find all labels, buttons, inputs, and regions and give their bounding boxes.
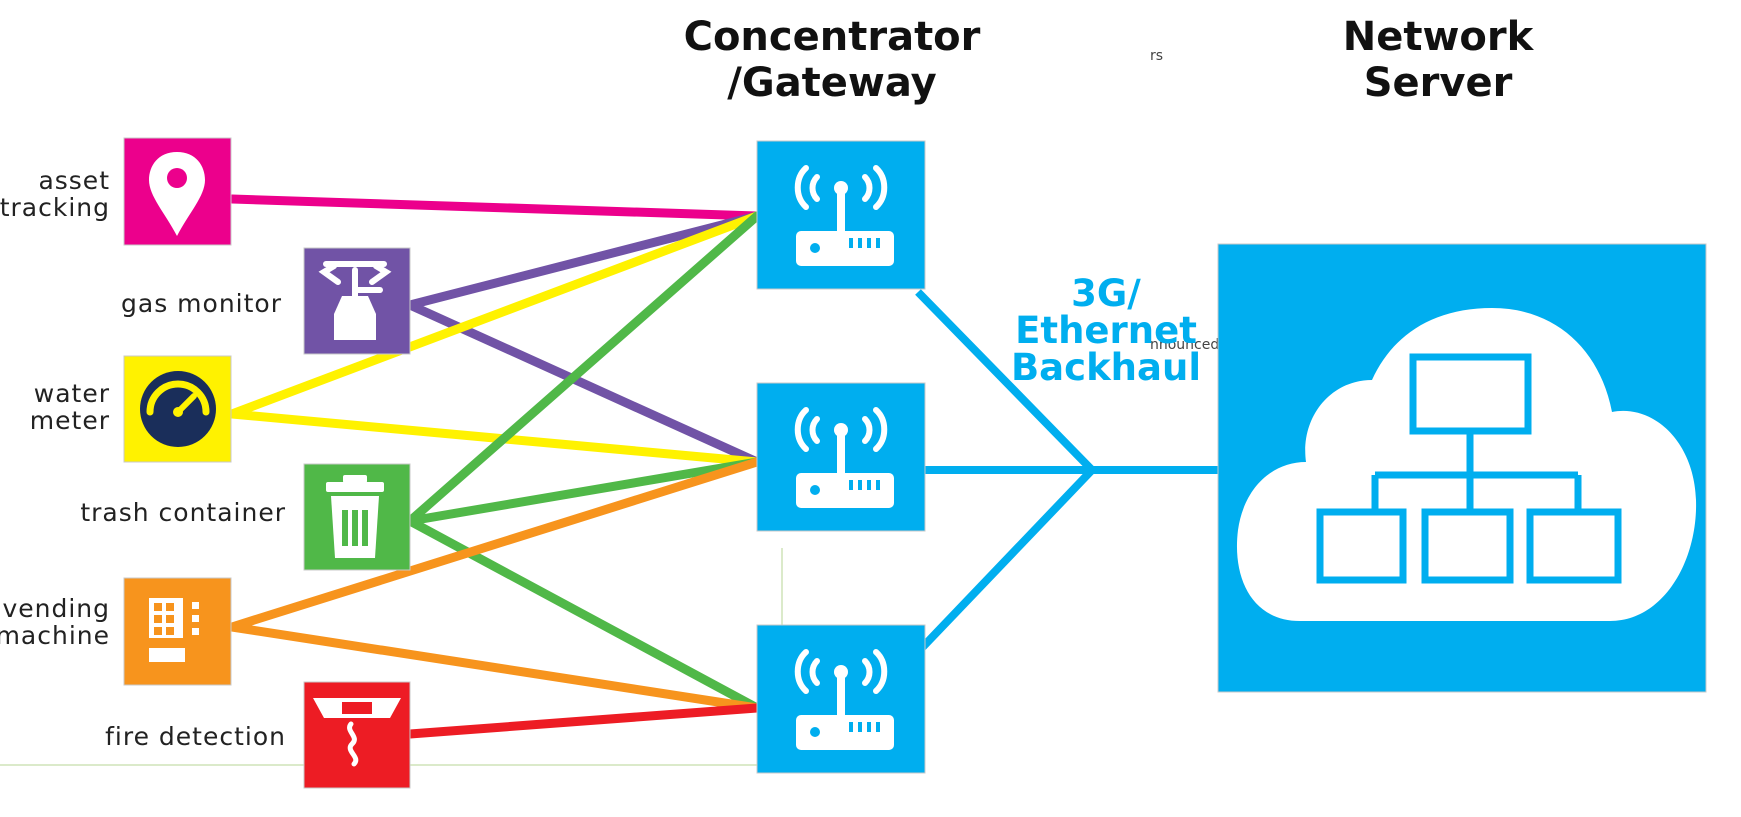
gateway-1 (756, 140, 926, 290)
vending-machine-icon (149, 598, 199, 662)
connection-trash-container-to-gateway-1 (405, 211, 762, 526)
fire-detection-label: fire detection (105, 722, 286, 751)
trash-container-label: trash container (80, 498, 286, 527)
vending-machine-label: machine (0, 621, 110, 650)
gateway-3 (756, 624, 926, 774)
connection-fire-detection-to-gateway-3 (405, 703, 762, 739)
asset-tracking-tile (123, 137, 232, 246)
gas-monitor-label: gas monitor (121, 289, 282, 318)
vending-machine-label: vending (2, 594, 110, 623)
gateway-2 (756, 382, 926, 532)
fire-detection-tile (303, 681, 411, 789)
water-meter-tile (123, 355, 232, 463)
gauge-icon (140, 371, 216, 447)
backhaul-links (915, 289, 1225, 655)
connection-vending-machine-to-gateway-3 (227, 622, 762, 713)
connection-gas-monitor-to-gateway-1 (405, 211, 762, 310)
stray-text-fragment: nnounced (1150, 337, 1219, 353)
server-header-line-1: Network (1343, 14, 1535, 60)
backhaul-label-line-3: Backhaul (1011, 346, 1201, 389)
backhaul-label: 3G/ Ethernet Backhaul (1011, 272, 1201, 389)
antenna-router-icon (794, 649, 894, 750)
trash-can-icon (326, 475, 384, 558)
device-labels: asset tracking gas monitor water meter t… (0, 166, 286, 751)
backhaul-label-line-1: 3G/ (1071, 272, 1141, 315)
connection-water-meter-to-gateway-1 (227, 211, 762, 419)
network-server-tile (1217, 243, 1707, 693)
connection-water-meter-to-gateway-2 (227, 409, 762, 467)
water-meter-label: meter (30, 406, 110, 435)
connection-vending-machine-to-gateway-2 (227, 457, 762, 632)
antenna-router-icon (794, 407, 894, 508)
connection-gas-monitor-to-gateway-2 (405, 300, 762, 467)
gateway-header: Concentrator /Gateway (684, 14, 981, 106)
asset-tracking-label: tracking (0, 193, 110, 222)
backhaul-link (915, 467, 1095, 655)
antenna-router-icon (794, 165, 894, 266)
server-header: Network Server (1343, 14, 1535, 106)
vending-machine-tile (123, 577, 232, 686)
connection-asset-tracking-to-gateway-1 (227, 194, 762, 221)
stray-text-fragment: rs (1150, 48, 1163, 64)
server-header-line-2: Server (1364, 60, 1513, 106)
gas-monitor-tile (303, 247, 411, 355)
map-pin-icon (149, 152, 205, 236)
gas-canister-icon (318, 261, 392, 340)
backhaul-link (915, 289, 1095, 473)
gateway-header-line-2: /Gateway (727, 60, 936, 106)
cloud-network-icon (1236, 308, 1697, 621)
asset-tracking-label: asset (38, 166, 110, 195)
backhaul-label-line-2: Ethernet (1015, 309, 1197, 352)
smoke-detector-icon (313, 698, 401, 767)
water-meter-label: water (34, 379, 110, 408)
trash-container-tile (303, 463, 411, 571)
connection-trash-container-to-gateway-2 (405, 457, 762, 526)
device-connections (227, 194, 762, 739)
gateway-header-line-1: Concentrator (684, 14, 981, 60)
